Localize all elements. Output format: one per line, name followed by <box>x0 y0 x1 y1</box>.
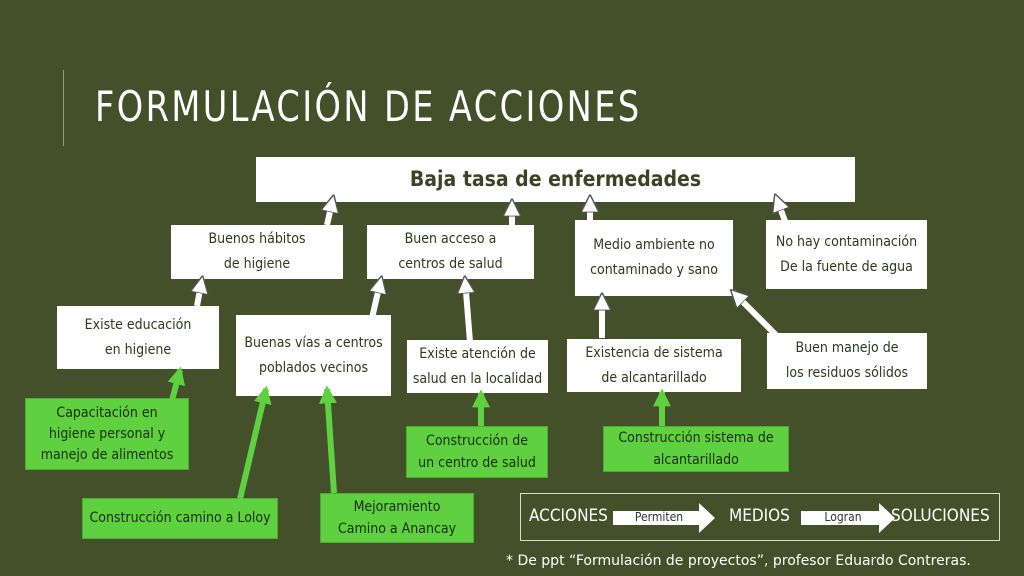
footnote: * De ppt “Formulación de proyectos”, pro… <box>506 553 971 569</box>
arrow-manejo-to-ambiente <box>733 292 783 342</box>
arrow-habitos-to-goal <box>327 198 333 226</box>
legend-soluciones: SOLUCIONES <box>891 506 990 526</box>
accion-camino-loloy: Construcción camino a Loloy <box>82 498 278 539</box>
arrow-atencion-to-acceso <box>465 279 470 343</box>
legend-permiten-label: Permiten <box>634 510 684 524</box>
legend-arrow-permiten <box>613 503 715 533</box>
arrow-anancay-to-vias <box>318 385 337 494</box>
legend-medios: MEDIOS <box>729 506 790 526</box>
title-accent-line <box>63 70 64 146</box>
legend-acciones: ACCIONES <box>529 506 608 526</box>
page-title: FORMULACIÓN DE ACCIONES <box>95 82 642 131</box>
legend-logran-label: Logran <box>824 510 862 524</box>
legend-box: ACCIONES Permiten MEDIOS Logran SOLUCION… <box>520 493 1000 541</box>
goal-label: Baja tasa de enfermedades <box>409 167 702 191</box>
arrow-loloy-to-vias <box>237 385 272 500</box>
arrow-capacitacion-to-educacion <box>167 366 186 409</box>
goal-box: Baja tasa de enfermedades <box>256 157 855 202</box>
legend-arrow-logran <box>801 503 895 533</box>
arrow-nocontam-to-goal <box>776 197 785 223</box>
arrow-educacion-to-habitos <box>197 279 202 307</box>
arrow-vias-to-acceso <box>372 279 381 319</box>
